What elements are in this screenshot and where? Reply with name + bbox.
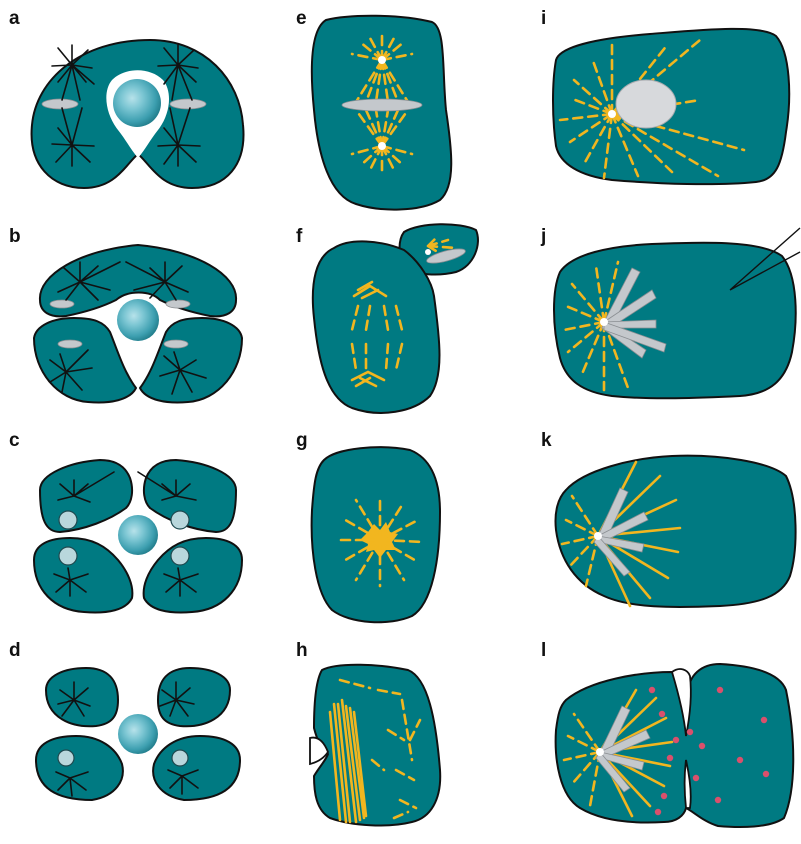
panel-e <box>312 16 451 210</box>
panel-d-lower-right-cell <box>153 736 240 800</box>
panel-l-granule <box>761 717 767 723</box>
panel-d-nucleus-lr <box>172 750 188 766</box>
panel-label-a: a <box>9 8 20 29</box>
panel-label-k: k <box>541 430 552 451</box>
panel-label-d: d <box>9 640 21 661</box>
panel-c <box>34 460 242 612</box>
panel-c-yolk-sphere <box>118 515 158 555</box>
panel-c-nucleus-ll <box>59 547 77 565</box>
panel-l-granule <box>667 755 673 761</box>
panel-l-granule <box>673 737 679 743</box>
panel-b-chromosome-lr <box>164 340 188 348</box>
panel-k <box>555 456 795 607</box>
panel-l-granule <box>699 743 705 749</box>
panel-l-granule <box>763 771 769 777</box>
panel-d-upper-left-cell <box>46 668 118 726</box>
panel-d-upper-right-cell <box>158 668 230 726</box>
panel-l-granule <box>649 687 655 693</box>
panel-label-j: j <box>540 226 546 247</box>
panel-j <box>554 228 800 398</box>
panel-e-centrosome-top <box>378 56 386 64</box>
panel-g <box>312 447 440 622</box>
panel-j-cell <box>554 243 796 399</box>
panel-b-chromosome-ur <box>166 300 190 308</box>
panel-h <box>310 665 440 826</box>
panel-a-chromosome-right <box>170 99 206 109</box>
panel-i-centrosome <box>608 110 616 118</box>
panel-b-chromosome-ul <box>50 300 74 308</box>
panel-l-granule <box>715 797 721 803</box>
panel-label-l: l <box>541 640 546 661</box>
panel-j-centrosome <box>600 318 608 326</box>
panel-f <box>313 224 478 413</box>
panel-b-yolk-sphere <box>117 299 159 341</box>
panel-d-nucleus-ll <box>58 750 74 766</box>
panel-e-centrosome-bottom <box>378 142 386 150</box>
panel-f-polar-centrosome <box>425 249 431 255</box>
panel-l-granule <box>661 793 667 799</box>
panel-a-yolk-sphere <box>113 79 161 127</box>
panel-b-chromosome-ll <box>58 340 82 348</box>
panel-l-centrosome <box>596 748 604 756</box>
panel-l-granule <box>737 757 743 763</box>
panel-d-yolk-sphere <box>118 714 158 754</box>
panel-l-granule <box>717 687 723 693</box>
panel-c-nucleus-ul <box>59 511 77 529</box>
panel-i <box>553 29 789 184</box>
panel-e-metaphase-plate <box>342 99 422 111</box>
panel-a <box>32 40 244 188</box>
panel-l-granule <box>659 711 665 717</box>
panel-b <box>34 245 242 402</box>
panel-l-granule <box>687 729 693 735</box>
panel-d-lower-left-cell <box>36 736 123 800</box>
panel-label-e: e <box>296 8 307 29</box>
panel-a-chromosome-left <box>42 99 78 109</box>
panel-label-b: b <box>9 226 21 247</box>
panel-label-c: c <box>9 430 20 451</box>
panel-k-centrosome <box>594 532 602 540</box>
panel-l-granule <box>693 775 699 781</box>
panel-label-h: h <box>296 640 308 661</box>
panel-l-granule <box>655 809 661 815</box>
panel-d <box>36 668 240 800</box>
panel-label-g: g <box>296 430 308 451</box>
panel-label-f: f <box>296 226 303 247</box>
panel-label-i: i <box>541 8 546 29</box>
panel-l <box>556 664 794 827</box>
panel-i-male-pronucleus <box>616 80 676 128</box>
panel-c-nucleus-lr <box>171 547 189 565</box>
panel-c-nucleus-ur <box>171 511 189 529</box>
